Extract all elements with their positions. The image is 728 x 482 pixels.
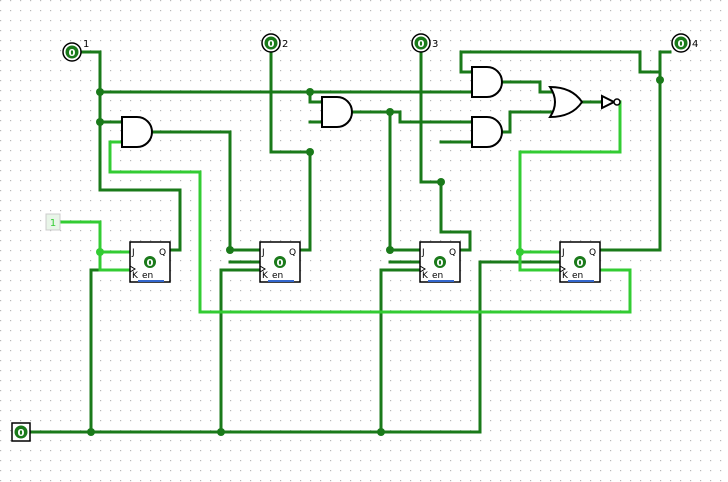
clock-input-pin[interactable]: 0 (11, 422, 31, 442)
ff-en-label: en (142, 271, 153, 281)
ff-q-label: Q (589, 248, 596, 258)
jk-flipflop-4[interactable]: J Q K en 0 (559, 241, 601, 283)
ff-state: 0 (147, 258, 154, 269)
probe-label: 2 (282, 39, 288, 50)
constant-one-label: 1 (50, 218, 56, 229)
probe-value: 0 (678, 39, 685, 50)
probe-label: 3 (432, 39, 438, 50)
ff-state: 0 (577, 258, 584, 269)
wires-high (58, 100, 632, 314)
probe-value: 0 (418, 39, 425, 50)
jk-flipflop-3[interactable]: J Q K en 0 (419, 241, 461, 283)
ff-q-label: Q (159, 248, 166, 258)
ff-state: 0 (277, 258, 284, 269)
ff-k-label: K (132, 271, 139, 281)
and-gate-2[interactable] (321, 96, 353, 128)
ff-j-label: J (421, 248, 425, 258)
ff-en-label: en (272, 271, 283, 281)
ff-q-label: Q (449, 248, 456, 258)
jk-flipflop-2[interactable]: J Q K en 0 (259, 241, 301, 283)
and-gate-4[interactable] (471, 116, 503, 148)
ff-j-label: J (561, 248, 565, 258)
wire-junctions (87, 76, 664, 436)
probe-value: 0 (69, 48, 76, 59)
ff-j-label: J (261, 248, 265, 258)
ff-k-label: K (262, 271, 269, 281)
ff-q-label: Q (289, 248, 296, 258)
probe-label: 1 (83, 39, 89, 50)
and-gate-3[interactable] (471, 66, 503, 98)
clock-input-value: 0 (18, 428, 25, 439)
output-probe-1[interactable]: 0 1 (62, 39, 89, 62)
output-probe-4[interactable]: 0 4 (671, 33, 698, 53)
ff-k-label: K (562, 271, 569, 281)
ff-k-label: K (422, 271, 429, 281)
probe-label: 4 (692, 39, 698, 50)
output-probe-2[interactable]: 0 2 (261, 33, 288, 53)
ff-en-label: en (432, 271, 443, 281)
ff-en-label: en (572, 271, 583, 281)
ff-j-label: J (131, 248, 135, 258)
and-gate-1[interactable] (121, 116, 153, 148)
or-gate[interactable] (548, 85, 584, 119)
constant-one-input[interactable]: 1 (45, 213, 61, 231)
probe-value: 0 (268, 39, 275, 50)
ff-state: 0 (437, 258, 444, 269)
output-probe-3[interactable]: 0 3 (411, 33, 438, 53)
not-gate[interactable] (601, 94, 621, 110)
jk-flipflop-1[interactable]: J Q K en 0 (129, 241, 171, 283)
